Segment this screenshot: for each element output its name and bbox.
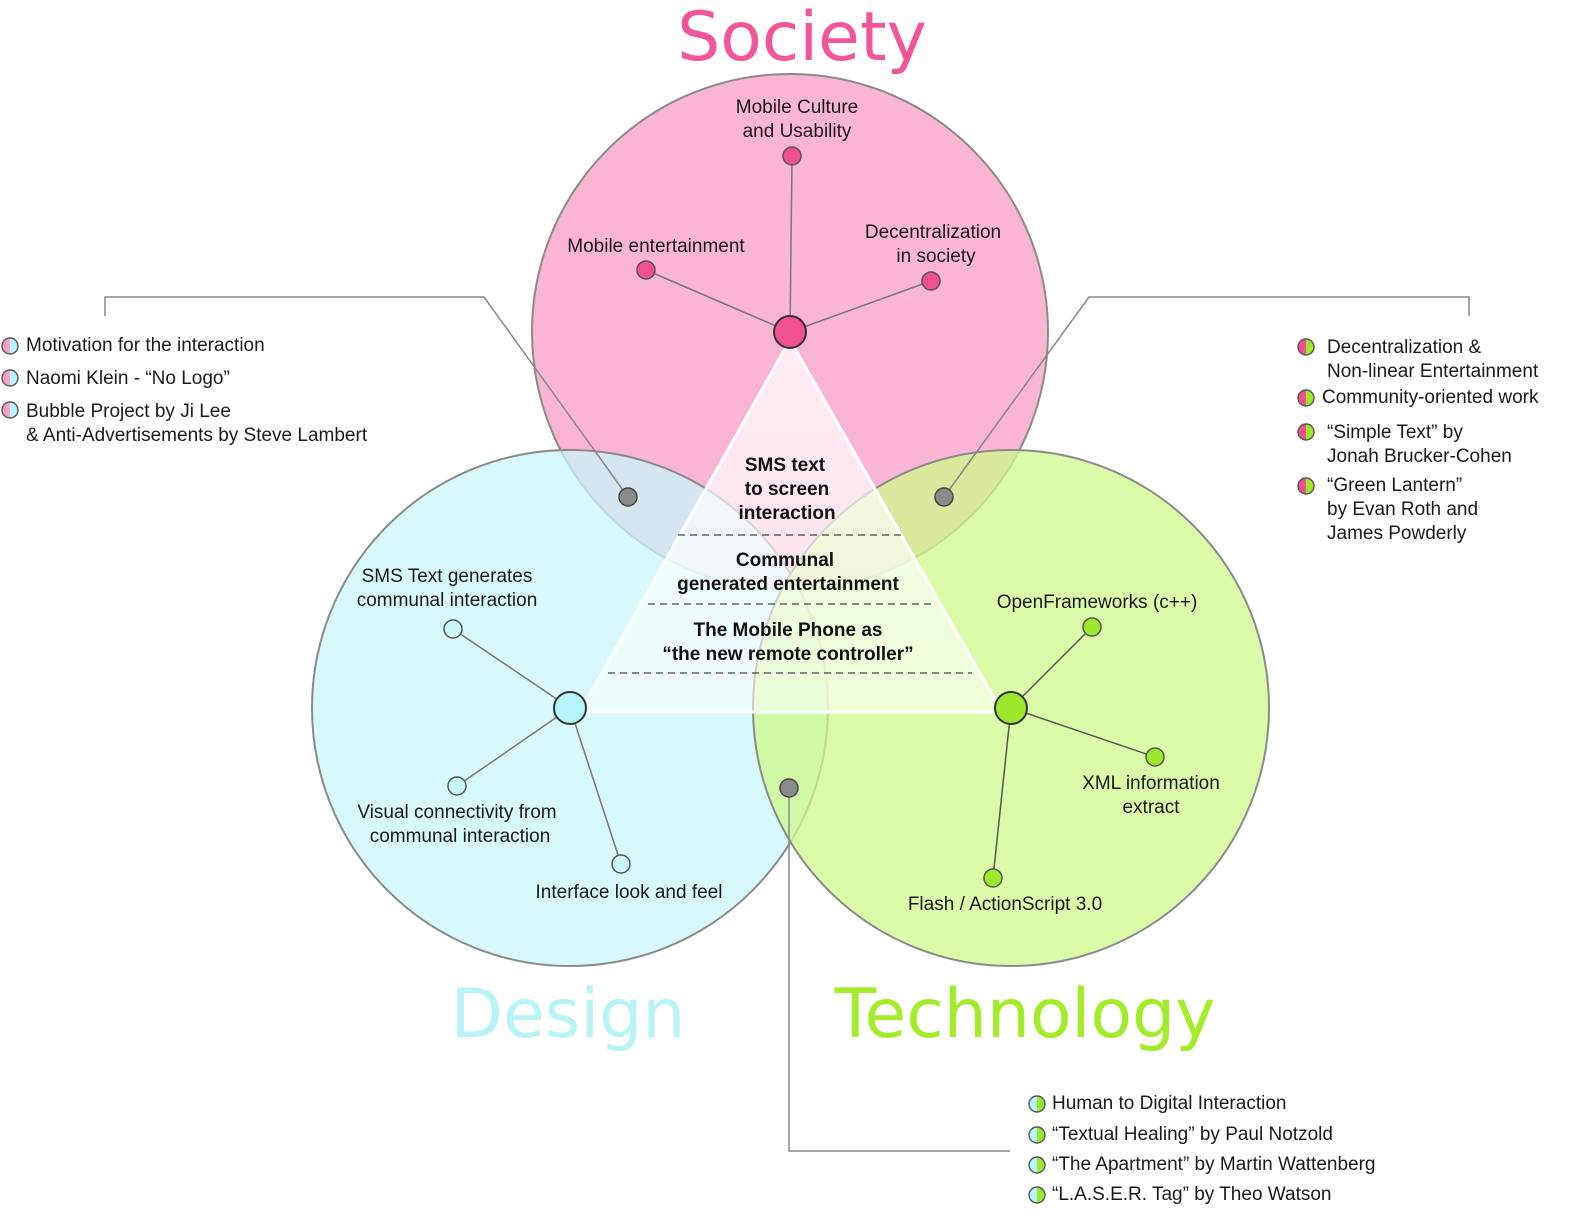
society-node-2 <box>636 260 656 280</box>
list-item: Human to Digital Interaction <box>1028 1093 1286 1114</box>
technology-node-1 <box>1082 617 1102 637</box>
society-design-list: Motivation for the interaction Naomi Kle… <box>1 335 368 446</box>
design-node-2 <box>447 776 467 796</box>
society-node-3-label-l2: in society <box>896 246 976 267</box>
center-block1-line2: to screen <box>745 479 829 500</box>
technology-node-3 <box>983 868 1003 888</box>
society-spoke-1 <box>789 155 793 333</box>
list-item-text-2: by Evan Roth and <box>1327 499 1478 520</box>
list-item: Motivation for the interaction <box>1 335 265 356</box>
list-item-text: “Textual Healing” by Paul Notzold <box>1052 1124 1333 1145</box>
center-block3-line2: “the new remote controller” <box>662 644 913 665</box>
list-item: “Green Lantern” by Evan Roth and James P… <box>1297 475 1478 544</box>
society-title: Society <box>677 0 927 77</box>
technology-spoke-1 <box>1010 626 1093 709</box>
list-item: Community-oriented work <box>1297 387 1539 408</box>
technology-hub <box>994 691 1028 725</box>
society-node-3-label-l1: Decentralization <box>865 222 1001 243</box>
list-item: “L.A.S.E.R. Tag” by Theo Watson <box>1028 1184 1332 1205</box>
society-tech-connector <box>943 296 1470 498</box>
center-block2-line1: Communal <box>736 550 834 571</box>
list-item-text: “Green Lantern” <box>1327 475 1462 496</box>
list-item-text-2: Jonah Brucker-Cohen <box>1327 446 1512 467</box>
list-item: “The Apartment” by Martin Wattenberg <box>1028 1154 1375 1175</box>
design-title: Design <box>451 975 686 1054</box>
society-node-2-label: Mobile entertainment <box>567 236 745 257</box>
pink-green-bullet-icon <box>1298 424 1306 440</box>
technology-node-1-label: OpenFrameworks (c++) <box>997 592 1198 613</box>
design-node-1-label-l2: communal interaction <box>357 590 538 611</box>
list-item: Bubble Project by Ji Lee & Anti-Advertis… <box>1 401 368 446</box>
design-node-2-label-l1: Visual connectivity from <box>357 802 556 823</box>
society-spoke-3 <box>789 280 932 333</box>
society-hub <box>773 315 807 349</box>
pink-green-bullet-icon <box>1298 478 1306 494</box>
technology-node-2 <box>1145 747 1165 767</box>
pink-cyan-bullet-icon <box>2 338 10 354</box>
list-item-text-2: & Anti-Advertisements by Steve Lambert <box>26 425 368 446</box>
list-item-text: Community-oriented work <box>1322 387 1539 408</box>
design-node-2-label-l2: communal interaction <box>370 826 551 847</box>
technology-node-2-label-l2: extract <box>1122 797 1180 818</box>
list-item: “Textual Healing” by Paul Notzold <box>1028 1124 1333 1145</box>
design-hub <box>553 691 587 725</box>
technology-title: Technology <box>834 975 1216 1054</box>
list-item-text: Bubble Project by Ji Lee <box>26 401 231 422</box>
cyan-green-bullet-icon <box>1029 1157 1037 1173</box>
design-node-3-label: Interface look and feel <box>536 882 723 903</box>
list-item-text: “Simple Text” by <box>1327 422 1463 443</box>
list-item-text: Human to Digital Interaction <box>1052 1093 1286 1114</box>
center-block2-line2: generated entertainment <box>677 574 899 595</box>
society-tech-list: Decentralization & Non-linear Entertainm… <box>1297 337 1539 544</box>
list-item-text: “L.A.S.E.R. Tag” by Theo Watson <box>1052 1184 1332 1205</box>
design-tech-list: Human to Digital Interaction “Textual He… <box>1028 1093 1375 1205</box>
pink-cyan-bullet-icon <box>2 402 10 418</box>
society-node-1-label-l2: and Usability <box>743 121 852 142</box>
society-tech-junction <box>934 487 954 507</box>
list-item-text-2: Non-linear Entertainment <box>1327 361 1539 382</box>
design-node-1 <box>443 619 463 639</box>
society-design-connector <box>104 296 629 498</box>
society-design-junction <box>618 487 638 507</box>
society-node-1 <box>782 146 802 166</box>
technology-spoke-3 <box>992 707 1012 879</box>
list-item-text: Decentralization & <box>1327 337 1482 358</box>
technology-node-3-label: Flash / ActionScript 3.0 <box>908 894 1102 915</box>
pink-green-bullet-icon <box>1298 339 1306 355</box>
list-item: Naomi Klein - “No Logo” <box>1 368 230 389</box>
cyan-green-bullet-icon <box>1029 1187 1037 1203</box>
design-node-1-label-l1: SMS Text generates <box>362 566 533 587</box>
list-item-text: Motivation for the interaction <box>26 335 265 356</box>
list-item: Decentralization & Non-linear Entertainm… <box>1297 337 1539 382</box>
design-tech-connector <box>788 788 1010 1152</box>
technology-node-2-label-l1: XML information <box>1082 773 1220 794</box>
design-spoke-3 <box>569 707 622 865</box>
pink-cyan-bullet-icon <box>2 370 10 386</box>
design-spoke-2 <box>456 707 571 787</box>
list-item-text-3: James Powderly <box>1327 523 1467 544</box>
design-tech-junction <box>779 778 799 798</box>
cyan-green-bullet-icon <box>1029 1127 1037 1143</box>
society-node-3 <box>921 271 941 291</box>
cyan-green-bullet-icon <box>1029 1096 1037 1112</box>
list-item: “Simple Text” by Jonah Brucker-Cohen <box>1297 422 1512 467</box>
center-block1-line3: interaction <box>738 503 835 524</box>
list-item-text: “The Apartment” by Martin Wattenberg <box>1052 1154 1375 1175</box>
list-item-text: Naomi Klein - “No Logo” <box>26 368 230 389</box>
design-node-3 <box>611 854 631 874</box>
society-spoke-2 <box>645 269 791 333</box>
center-triangle <box>577 336 1005 714</box>
technology-spoke-2 <box>1010 707 1156 758</box>
society-node-1-label-l1: Mobile Culture <box>736 97 859 118</box>
center-block3-line1: The Mobile Phone as <box>694 620 883 641</box>
pink-green-bullet-icon <box>1298 390 1306 406</box>
design-spoke-1 <box>452 628 571 709</box>
center-block1-line1: SMS text <box>745 455 826 476</box>
